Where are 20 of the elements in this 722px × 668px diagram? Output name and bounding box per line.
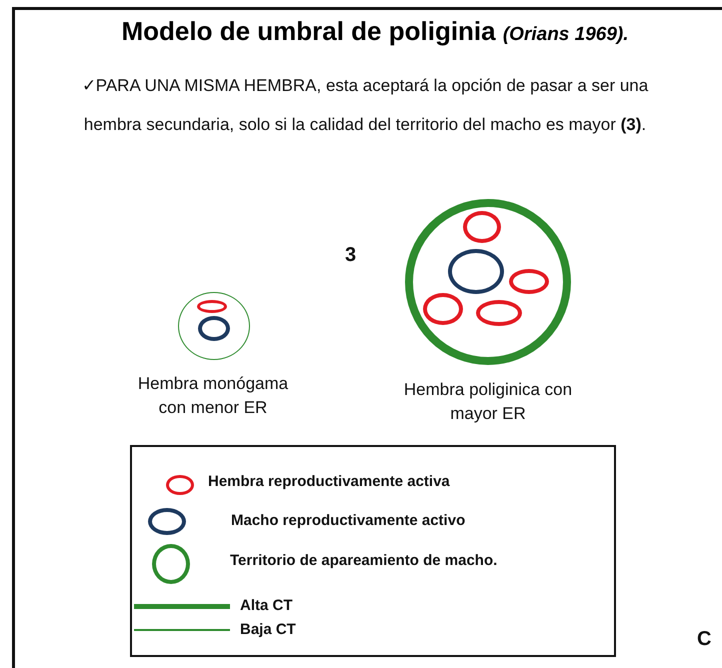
territory-circle: [405, 199, 571, 365]
female-oval: [423, 293, 463, 325]
scenario-number: 3: [345, 244, 356, 267]
female-oval: [463, 211, 501, 243]
male-oval: [198, 316, 230, 340]
legend-label: Alta CT: [240, 597, 292, 614]
female-oval: [509, 269, 549, 294]
panel-letter: C: [697, 628, 712, 651]
caption-text: Hembra monógama con menor ER: [136, 373, 290, 419]
territory-circle: [178, 292, 250, 360]
caption-text: Hembra poliginica con mayor ER: [403, 379, 573, 425]
legend-label: Macho reproductivamente activo: [231, 512, 466, 529]
female-oval: [196, 300, 226, 312]
title: Modelo de umbral de poliginia (Orians 1969).: [120, 16, 630, 47]
legend-label: Hembra reproductivamente activa: [208, 473, 450, 490]
female-oval: [476, 300, 522, 326]
statement-text: ✓PARA UNA MISMA HEMBRA, esta aceptará la opción de pasar a ser una hembra secundaria, solo si la calidad del territorio del macho es mayor (3).: [80, 75, 650, 136]
male-oval: [448, 249, 504, 294]
legend-label: Territorio de apareamiento de macho.: [230, 552, 498, 569]
legend-label: Baja CT: [240, 621, 296, 638]
